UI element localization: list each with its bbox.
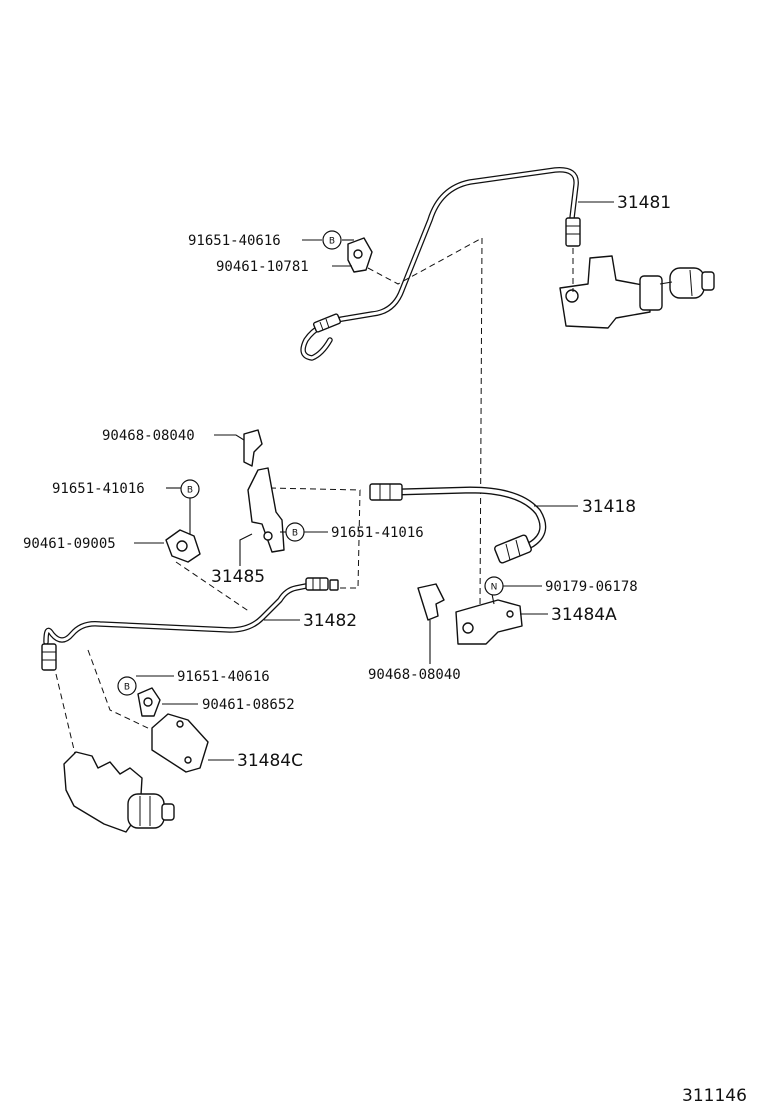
label-90461-09005: 90461-09005	[23, 536, 116, 552]
label-90461-10781: 90461-10781	[216, 259, 309, 275]
flexible-hose-31418	[369, 483, 547, 564]
figure-code: 311146	[682, 1086, 747, 1106]
part-labels: 31481 91651-40616 90461-10781 90468-0804…	[23, 193, 747, 1106]
label-31484A: 31484A	[551, 605, 617, 625]
label-90179-06178: 90179-06178	[545, 579, 638, 595]
label-31481: 31481	[617, 193, 671, 213]
svg-text:B: B	[124, 683, 130, 693]
svg-text:B: B	[292, 529, 298, 539]
label-90468-08040-top: 90468-08040	[102, 428, 195, 444]
badge-bolt-top: B	[322, 230, 342, 250]
badge-bolt-right: B	[285, 522, 305, 542]
label-31418: 31418	[582, 497, 636, 517]
release-cylinder	[63, 751, 175, 833]
clip-90468-08040-top	[243, 429, 263, 467]
clip-90468-08040-bottom	[417, 583, 445, 621]
badge-bolt-left: B	[180, 479, 200, 499]
svg-text:B: B	[187, 486, 193, 496]
clutch-tube-31481	[300, 167, 581, 361]
svg-text:N: N	[491, 583, 498, 593]
clutch-tube-31482	[41, 577, 339, 671]
master-cylinder	[559, 248, 715, 329]
label-31484C: 31484C	[237, 751, 303, 771]
leader-lines	[134, 201, 614, 761]
clamp-90461-09005	[165, 529, 201, 563]
label-91651-41016-right: 91651-41016	[331, 525, 424, 541]
clamp-90461-08652	[137, 687, 161, 717]
clamp-90461-10781	[347, 237, 373, 273]
bracket-31484C	[151, 713, 209, 773]
label-90461-08652: 90461-08652	[202, 697, 295, 713]
svg-text:B: B	[329, 237, 335, 247]
label-31485: 31485	[211, 567, 265, 587]
badge-nut: N	[484, 576, 504, 596]
phantom-lines	[55, 237, 483, 759]
label-90468-08040-bottom: 90468-08040	[368, 667, 461, 683]
bracket-31485	[247, 467, 285, 553]
label-91651-41016-left: 91651-41016	[52, 481, 145, 497]
label-91651-40616-top: 91651-40616	[188, 233, 281, 249]
bracket-31484A	[455, 599, 523, 645]
label-31482: 31482	[303, 611, 357, 631]
badge-bolt-bottom: B	[117, 676, 137, 696]
label-91651-40616-bottom: 91651-40616	[177, 669, 270, 685]
